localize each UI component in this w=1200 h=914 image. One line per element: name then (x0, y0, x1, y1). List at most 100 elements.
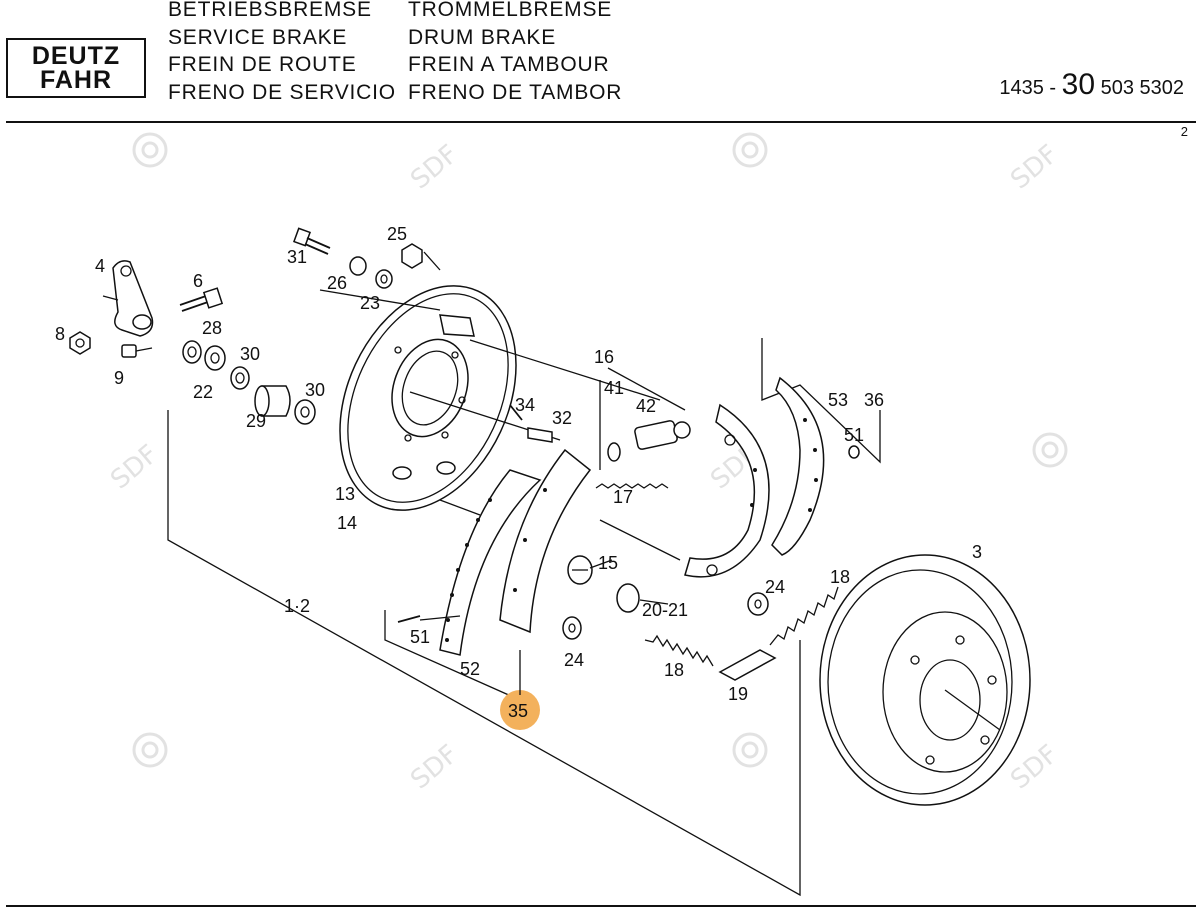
callout-35[interactable]: 35 (508, 701, 528, 721)
callout-17: 17 (613, 487, 633, 507)
spring (595, 483, 669, 489)
callout-16: 16 (594, 347, 614, 367)
part-number-prefix: 1435 - (999, 77, 1057, 99)
callout-30: 30 (305, 380, 325, 400)
highlight-marker[interactable] (500, 690, 540, 730)
washer (204, 345, 226, 371)
callout-1-2: 1·2 (284, 596, 310, 616)
washer (294, 399, 316, 425)
sheet-number: 2 (1180, 124, 1188, 139)
part-number-suffix: 503 5302 (1100, 77, 1184, 99)
callout-52: 52 (460, 659, 480, 679)
title-de: BETRIEBSBREMSE (168, 0, 372, 21)
watermark-icon (132, 732, 168, 768)
callout-41: 41 (604, 378, 624, 398)
callout-29: 29 (246, 411, 266, 431)
leader-line (469, 339, 661, 401)
callout-3: 3 (972, 542, 982, 562)
adjuster-nut (616, 583, 640, 613)
adjuster-cam (567, 555, 593, 585)
callout-53: 53 (828, 390, 848, 410)
callout-13: 13 (335, 484, 355, 504)
callout-24: 24 (564, 650, 584, 670)
title-es: FRENO DE SERVICIO (168, 80, 396, 104)
watermark-text: SDF (105, 439, 164, 495)
shoe-bracket-35 (384, 610, 521, 701)
brake-drum (819, 554, 1031, 806)
callout-15: 15 (598, 553, 618, 573)
nut (69, 331, 91, 355)
brake-lever (102, 260, 154, 337)
cap-nut (401, 243, 423, 269)
callout-9: 9 (114, 368, 124, 388)
title-service-brake: BETRIEBSBREMSE SERVICE BRAKE FREIN DE RO… (168, 0, 396, 106)
watermark-icon (732, 132, 768, 168)
washer (230, 366, 250, 390)
callout-51: 51 (844, 425, 864, 445)
callout-30: 30 (240, 344, 260, 364)
watermark-text: SDF (1005, 139, 1064, 195)
logo-line-1: DEUTZ (31, 42, 121, 70)
callout-8: 8 (55, 324, 65, 344)
callout-32: 32 (552, 408, 572, 428)
callout-23: 23 (360, 293, 380, 313)
washer (375, 269, 393, 289)
adjuster-link (718, 649, 777, 681)
callout-19: 19 (728, 684, 748, 704)
washer (562, 616, 582, 640)
watermark-text: SDF (405, 139, 464, 195)
bushing (254, 385, 291, 417)
callout-28: 28 (202, 318, 222, 338)
shoe-bracket-36 (761, 338, 881, 464)
pin (509, 404, 523, 421)
grease-fitting (121, 344, 153, 358)
callout-4: 4 (95, 256, 105, 276)
logo-line-2: FAHR (39, 66, 113, 94)
brake-shoe (499, 448, 592, 634)
callout-22: 22 (193, 382, 213, 402)
callout-31: 31 (287, 247, 307, 267)
callout-6: 6 (193, 271, 203, 291)
brake-shoe-lining (439, 469, 542, 656)
callout-18: 18 (830, 567, 850, 587)
return-spring (769, 586, 839, 646)
leader-line (599, 519, 681, 561)
bolt (179, 287, 224, 312)
title-fr: FREIN A TAMBOUR (408, 53, 610, 76)
title-de: TROMMELBREMSE (408, 0, 613, 21)
title-en: SERVICE BRAKE (168, 25, 348, 49)
watermark-icon (1032, 432, 1068, 468)
leader-lines (419, 251, 686, 695)
clip (527, 427, 553, 443)
return-spring (644, 634, 714, 667)
header-divider (6, 121, 1196, 123)
washer (182, 340, 202, 364)
brake-shoe-rear (684, 403, 770, 578)
title-es: FRENO DE TAMBOR (408, 80, 623, 104)
callout-25: 25 (387, 224, 407, 244)
callout-36: 36 (864, 390, 884, 410)
brake-lining-rear (771, 376, 825, 556)
assembly-bracket-1-2 (167, 410, 801, 897)
rivet (397, 615, 421, 623)
watermark-text: SDF (405, 739, 464, 795)
watermark-icon (132, 132, 168, 168)
callout-14: 14 (337, 513, 357, 533)
washer (747, 592, 769, 616)
title-en: DRUM BRAKE (408, 25, 557, 49)
callout-24: 24 (765, 577, 785, 597)
rivet (848, 445, 860, 459)
callout-34: 34 (515, 395, 535, 415)
callout-51: 51 (410, 627, 430, 647)
lock-washer (349, 256, 367, 276)
title-fr: FREIN DE ROUTE (168, 53, 357, 76)
callout-42: 42 (636, 396, 656, 416)
leader-line (319, 289, 441, 311)
callout-18: 18 (664, 660, 684, 680)
callout-26: 26 (327, 273, 347, 293)
deutz-fahr-logo: DEUTZ FAHR (6, 38, 146, 98)
part-number: 1435 - 30 503 5302 (999, 68, 1184, 102)
title-drum-brake: TROMMELBREMSE DRUM BRAKE FREIN A TAMBOUR… (408, 0, 622, 106)
callout-20-21: 20-21 (642, 600, 688, 620)
